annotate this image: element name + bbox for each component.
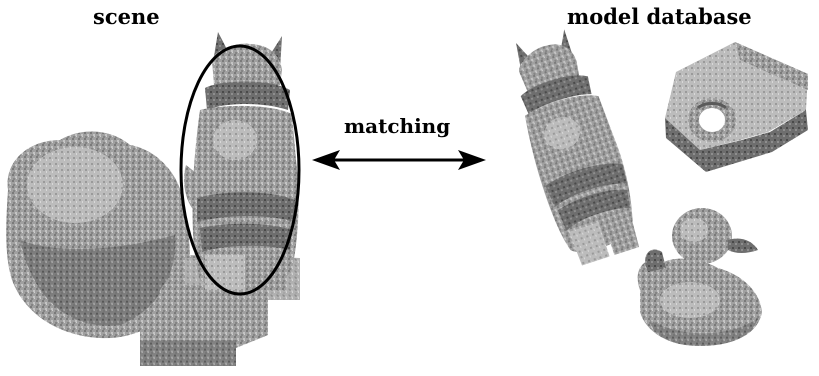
- scene-label: scene: [93, 4, 160, 29]
- matching-label: matching: [344, 114, 450, 138]
- database-gnome: [498, 23, 649, 270]
- model-database-label: model database: [567, 4, 752, 29]
- scene-gnome: [184, 32, 299, 290]
- database-tape-dispenser: [665, 42, 808, 172]
- database-duck: [638, 208, 762, 346]
- matching-arrow: [312, 150, 486, 170]
